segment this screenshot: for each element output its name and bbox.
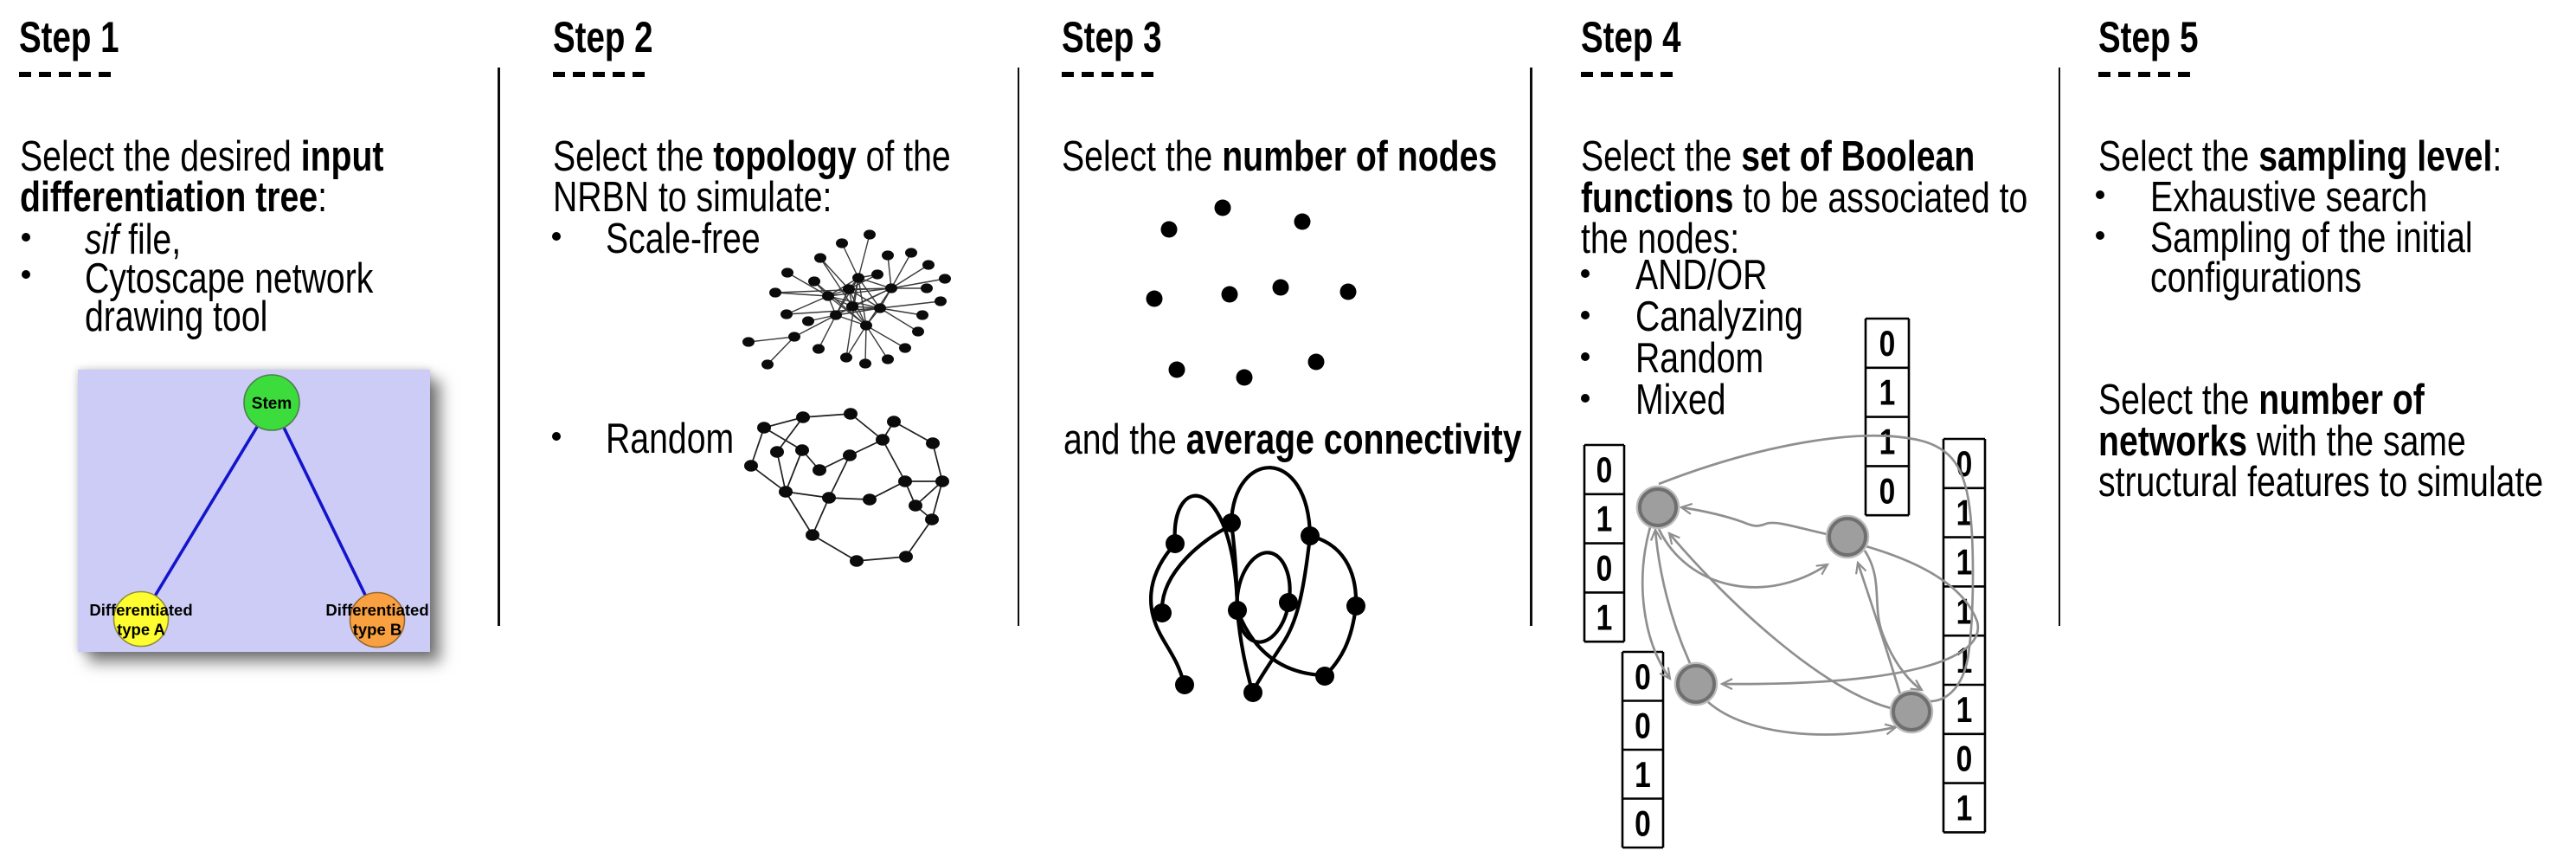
svg-text:1: 1 xyxy=(1956,592,1973,632)
svg-text:1: 1 xyxy=(1956,789,1973,828)
svg-text:Stem: Stem xyxy=(252,395,292,413)
svg-text:Differentiated: Differentiated xyxy=(325,601,428,619)
svg-text:0: 0 xyxy=(1596,549,1613,589)
svg-text:1: 1 xyxy=(1635,755,1651,795)
svg-text:0: 0 xyxy=(1879,472,1896,512)
svg-text:0: 0 xyxy=(1956,739,1973,779)
svg-text:0: 0 xyxy=(1596,450,1613,490)
svg-text:1: 1 xyxy=(1879,422,1896,462)
svg-text:0: 0 xyxy=(1635,706,1651,746)
svg-text:0: 0 xyxy=(1879,324,1896,364)
svg-text:0: 0 xyxy=(1956,444,1973,484)
svg-text:type A: type A xyxy=(117,621,165,639)
svg-text:1: 1 xyxy=(1596,598,1613,638)
svg-text:Differentiated: Differentiated xyxy=(89,601,192,619)
svg-text:1: 1 xyxy=(1596,500,1613,539)
svg-text:0: 0 xyxy=(1635,804,1651,844)
svg-text:1: 1 xyxy=(1879,373,1896,413)
svg-text:0: 0 xyxy=(1635,657,1651,697)
svg-text:type B: type B xyxy=(353,621,402,639)
svg-text:1: 1 xyxy=(1956,690,1973,730)
svg-text:1: 1 xyxy=(1956,543,1973,583)
